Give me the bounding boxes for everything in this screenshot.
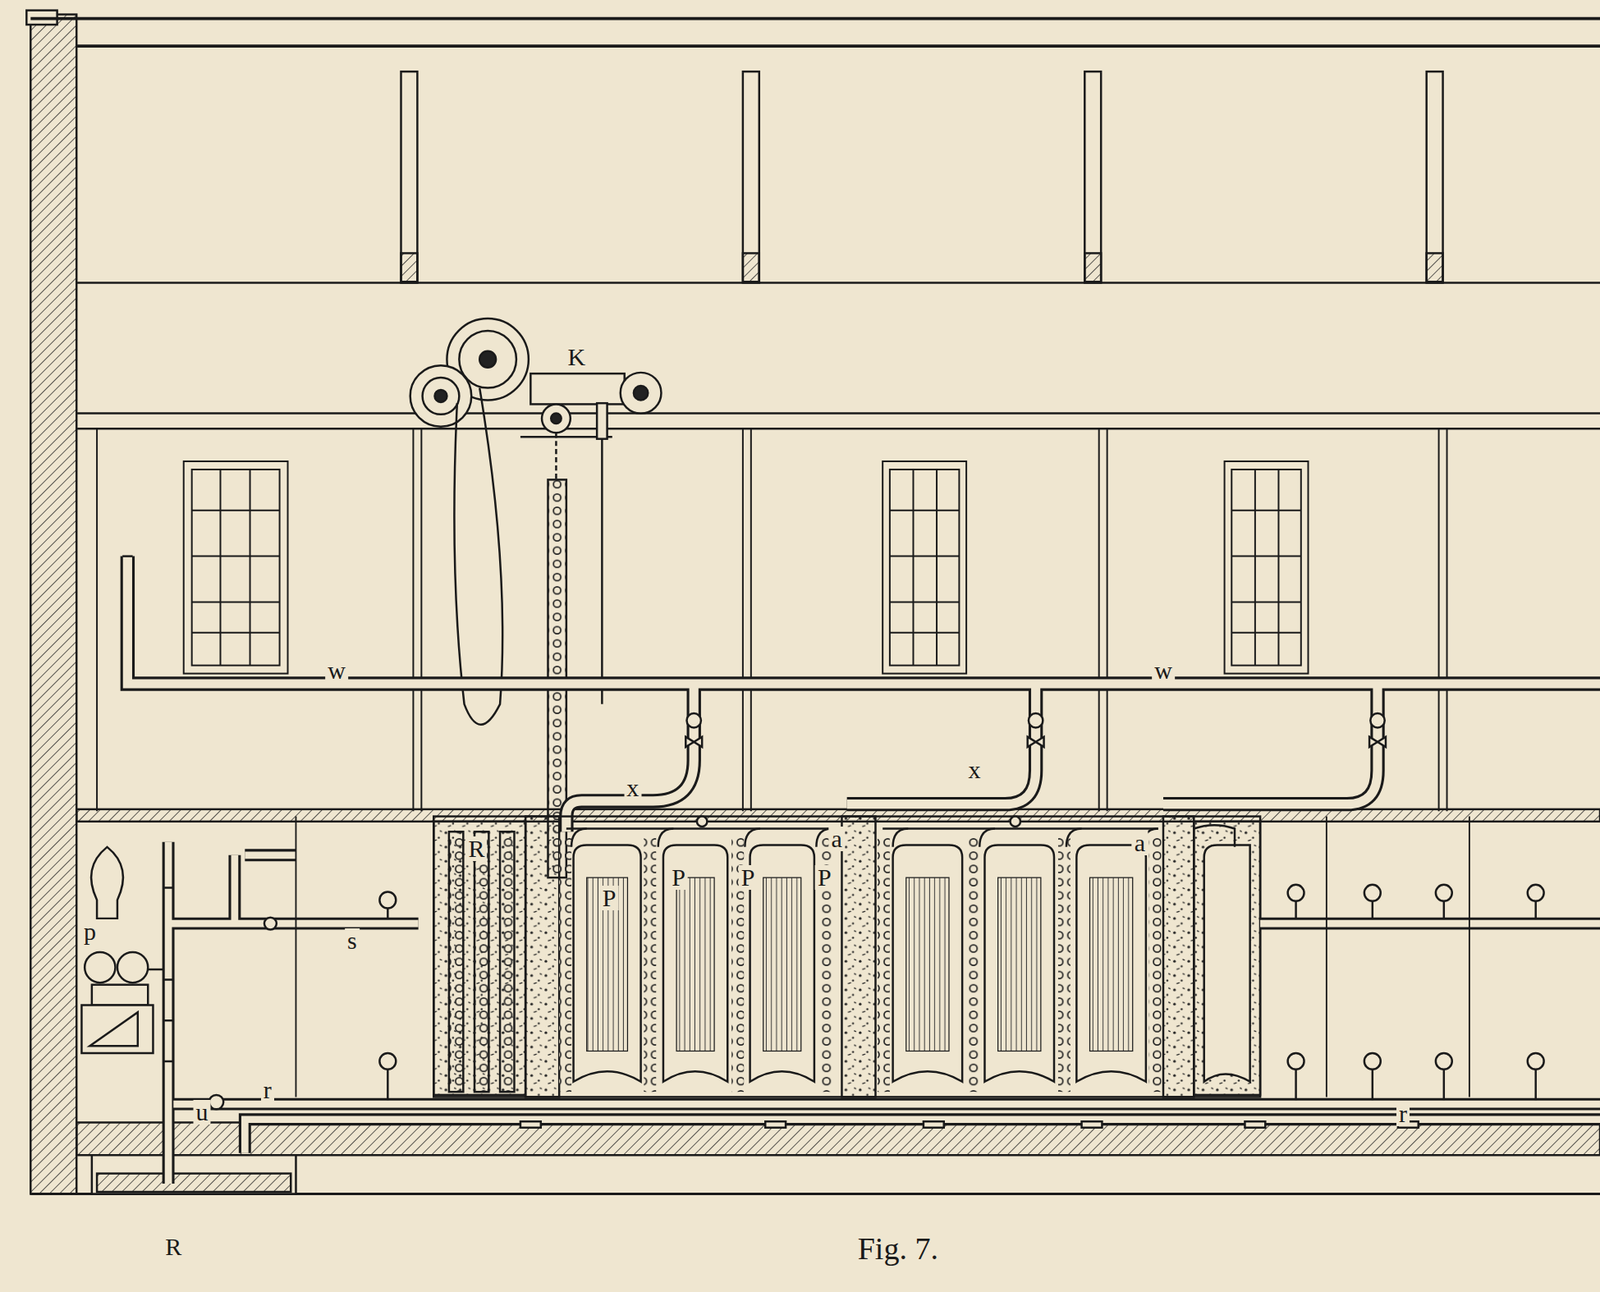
part-label: x <box>623 775 642 801</box>
part-label: s <box>344 928 360 954</box>
crane <box>410 318 662 878</box>
part-label: a <box>829 826 845 852</box>
part-label: r <box>1396 1101 1410 1127</box>
window <box>183 461 1309 674</box>
pump-and-pipes <box>81 816 1600 1184</box>
part-label: p <box>81 919 99 945</box>
part-label: w <box>1151 658 1175 684</box>
water-pipe <box>122 556 1600 833</box>
part-label: P <box>738 865 758 890</box>
figure-caption: Fig. 7. <box>855 1233 941 1265</box>
part-label: R <box>162 1234 184 1260</box>
tank-bank <box>433 816 1261 1098</box>
part-label: K <box>564 344 588 370</box>
part-label: a <box>1132 830 1148 856</box>
part-label: w <box>325 658 349 684</box>
part-label: P <box>600 885 619 911</box>
part-label: P <box>669 865 688 890</box>
part-label: r <box>261 1077 275 1103</box>
part-label: P <box>815 865 835 890</box>
part-label: x <box>966 757 984 783</box>
building <box>26 10 1600 1195</box>
part-label: R <box>465 836 487 862</box>
part-label: u <box>193 1100 211 1125</box>
